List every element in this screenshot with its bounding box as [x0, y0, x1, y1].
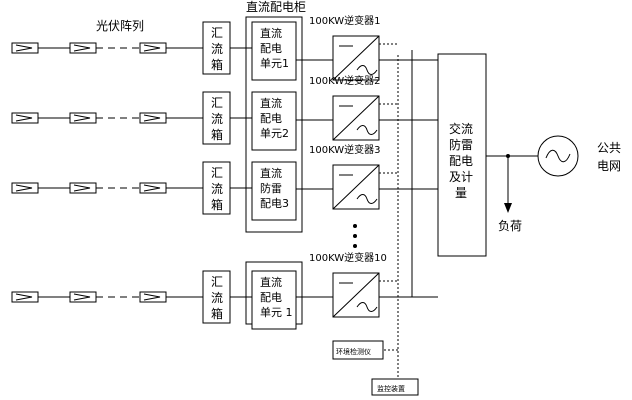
pv-rows: 汇流箱直流配电单元1100KW逆变器1汇流箱直流配电单元2100KW逆变器2汇流…	[11, 14, 412, 330]
ellipsis-dot	[353, 224, 357, 228]
pv-module-icon	[139, 112, 167, 124]
inverter-label: 100KW逆变器1	[309, 14, 381, 27]
pv-module-icon	[11, 291, 39, 303]
combiner-box-text: 汇	[211, 275, 223, 289]
pv-module-icon	[11, 182, 39, 194]
inverter-icon	[332, 95, 380, 141]
ellipsis-dot	[353, 244, 357, 248]
dc-unit-text: 单元1	[260, 57, 289, 70]
combiner-box-text: 汇	[211, 26, 223, 40]
combiner-box-text: 汇	[211, 166, 223, 180]
combiner-box	[202, 21, 231, 75]
combiner-box-text: 流	[211, 291, 223, 305]
public-grid-label: 公共	[597, 141, 621, 155]
load-label: 负荷	[498, 219, 522, 233]
dc-cabinet-label: 直流配电柜	[246, 0, 306, 14]
dc-unit-text: 单元2	[260, 127, 289, 140]
load-arrow-icon	[504, 203, 512, 213]
dc-unit-box	[251, 161, 297, 221]
combiner-box	[202, 270, 231, 324]
env-monitor-label: 环境检测仪	[336, 347, 371, 356]
dc-cabinet-frame	[245, 16, 303, 233]
dc-unit-text: 配电	[260, 112, 282, 125]
combiner-box-text: 汇	[211, 96, 223, 110]
combiner-box	[202, 91, 231, 145]
combiner-box	[202, 161, 231, 215]
pv-module-icon	[69, 112, 97, 124]
monitor-device-label: 监控装置	[377, 384, 405, 393]
public-grid-label: 电网	[597, 159, 621, 173]
dc-unit-box	[251, 270, 297, 330]
pv-module-icon	[139, 182, 167, 194]
combiner-box-text: 流	[211, 42, 223, 56]
dc-unit-text: 直流	[260, 96, 282, 110]
ac-panel-text: 交流	[449, 121, 473, 136]
pv-module-icon	[69, 42, 97, 54]
combiner-box-text: 流	[211, 112, 223, 126]
combiner-box-text: 箱	[211, 127, 223, 142]
ac-panel	[437, 53, 487, 257]
dc-unit-text: 直流	[260, 275, 282, 289]
pv-module-icon	[139, 42, 167, 54]
pv-module-icon	[69, 182, 97, 194]
pv-module-icon	[11, 42, 39, 54]
inverter-icon	[332, 272, 380, 318]
inverter-label: 100KW逆变器10	[309, 251, 387, 264]
ac-panel-text: 配电	[449, 154, 473, 168]
ellipsis-dot	[353, 234, 357, 238]
inverter-icon	[332, 164, 380, 210]
sine-wave-icon	[545, 149, 571, 163]
pv-array-label: 光伏阵列	[96, 19, 144, 33]
dc-unit-text: 直流	[260, 26, 282, 40]
dc-unit-text: 配电	[260, 42, 282, 55]
combiner-box-text: 流	[211, 182, 223, 196]
pv-module-icon	[139, 291, 167, 303]
dc-unit-text: 防雷	[260, 181, 282, 195]
env-monitor-box	[332, 340, 384, 360]
dc-unit-box	[251, 21, 297, 81]
ac-panel-text: 及计	[449, 170, 473, 184]
ac-panel-text: 量	[455, 186, 467, 200]
inverter-label: 100KW逆变器2	[309, 74, 381, 87]
dc-unit-text: 直流	[260, 166, 282, 180]
dc-unit-text: 单元 1	[260, 306, 293, 319]
inverter-label: 100KW逆变器3	[309, 143, 381, 156]
combiner-box-text: 箱	[211, 197, 223, 212]
dc-unit-text: 配电	[260, 291, 282, 304]
dc-unit-text: 配电3	[260, 197, 289, 210]
dc-unit-box	[251, 91, 297, 151]
ac-panel-text: 防雷	[449, 137, 473, 152]
monitor-device-box	[371, 378, 419, 396]
combiner-box-text: 箱	[211, 57, 223, 72]
pv-module-icon	[69, 291, 97, 303]
combiner-box-text: 箱	[211, 306, 223, 321]
inverter-icon	[332, 35, 380, 81]
pv-module-icon	[11, 112, 39, 124]
